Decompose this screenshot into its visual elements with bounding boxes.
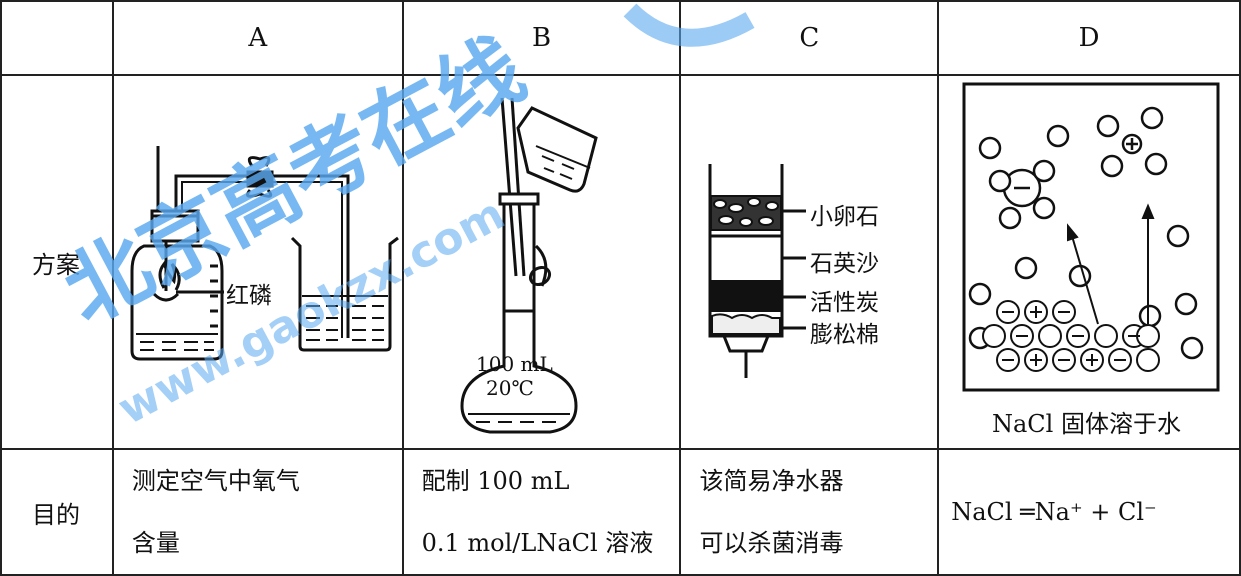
purpose-c-line1: 该简易净水器 xyxy=(699,467,844,495)
label-c-cotton: 膨松棉 xyxy=(810,322,879,348)
purpose-b: 配制 100 mL 0.1 mol/LNaCl 溶液 xyxy=(401,448,682,576)
purpose-a-line2: 含量 xyxy=(131,529,180,557)
purpose-b-line2: 0.1 mol/LNaCl 溶液 xyxy=(421,529,654,557)
purpose-d: NaCl ═Na⁺ + Cl⁻ xyxy=(937,448,1241,576)
purpose-a: 测定空气中氧气 含量 xyxy=(111,448,404,576)
corner-cell xyxy=(0,0,114,76)
purpose-b-line1: 配制 100 mL xyxy=(421,467,570,495)
row-label-scheme: 方案 xyxy=(0,74,114,450)
header-c: C xyxy=(679,0,940,76)
label-c-quartz-sand: 石英沙 xyxy=(810,251,879,277)
label-flask-temp: 20℃ xyxy=(486,376,534,400)
label-red-phosphorus: 红磷 xyxy=(226,283,272,309)
label-c-activated-carbon: 活性炭 xyxy=(810,290,879,316)
figure-a-cell xyxy=(111,74,404,450)
purpose-c: 该简易净水器 可以杀菌消毒 xyxy=(679,448,940,576)
figure-b-volumetric-flask xyxy=(460,97,598,434)
figure-c-cell xyxy=(679,74,940,450)
label-flask-volume: 100 mL xyxy=(476,352,553,376)
label-d-caption: NaCl 固体溶于水 xyxy=(992,410,1181,438)
figure-c-water-purifier xyxy=(708,164,806,378)
figure-a-apparatus xyxy=(130,146,399,361)
header-d: D xyxy=(937,0,1241,76)
row-label-purpose: 目的 xyxy=(0,448,114,576)
purpose-c-line2: 可以杀菌消毒 xyxy=(699,529,844,557)
purpose-a-line1: 测定空气中氧气 xyxy=(131,467,300,495)
figure-d-cell xyxy=(937,74,1241,450)
figure-d-nacl-dissolving xyxy=(962,82,1220,392)
header-a: A xyxy=(111,0,404,76)
label-c-pebbles: 小卵石 xyxy=(810,204,879,230)
header-b: B xyxy=(401,0,682,76)
figure-b-cell xyxy=(401,74,682,450)
